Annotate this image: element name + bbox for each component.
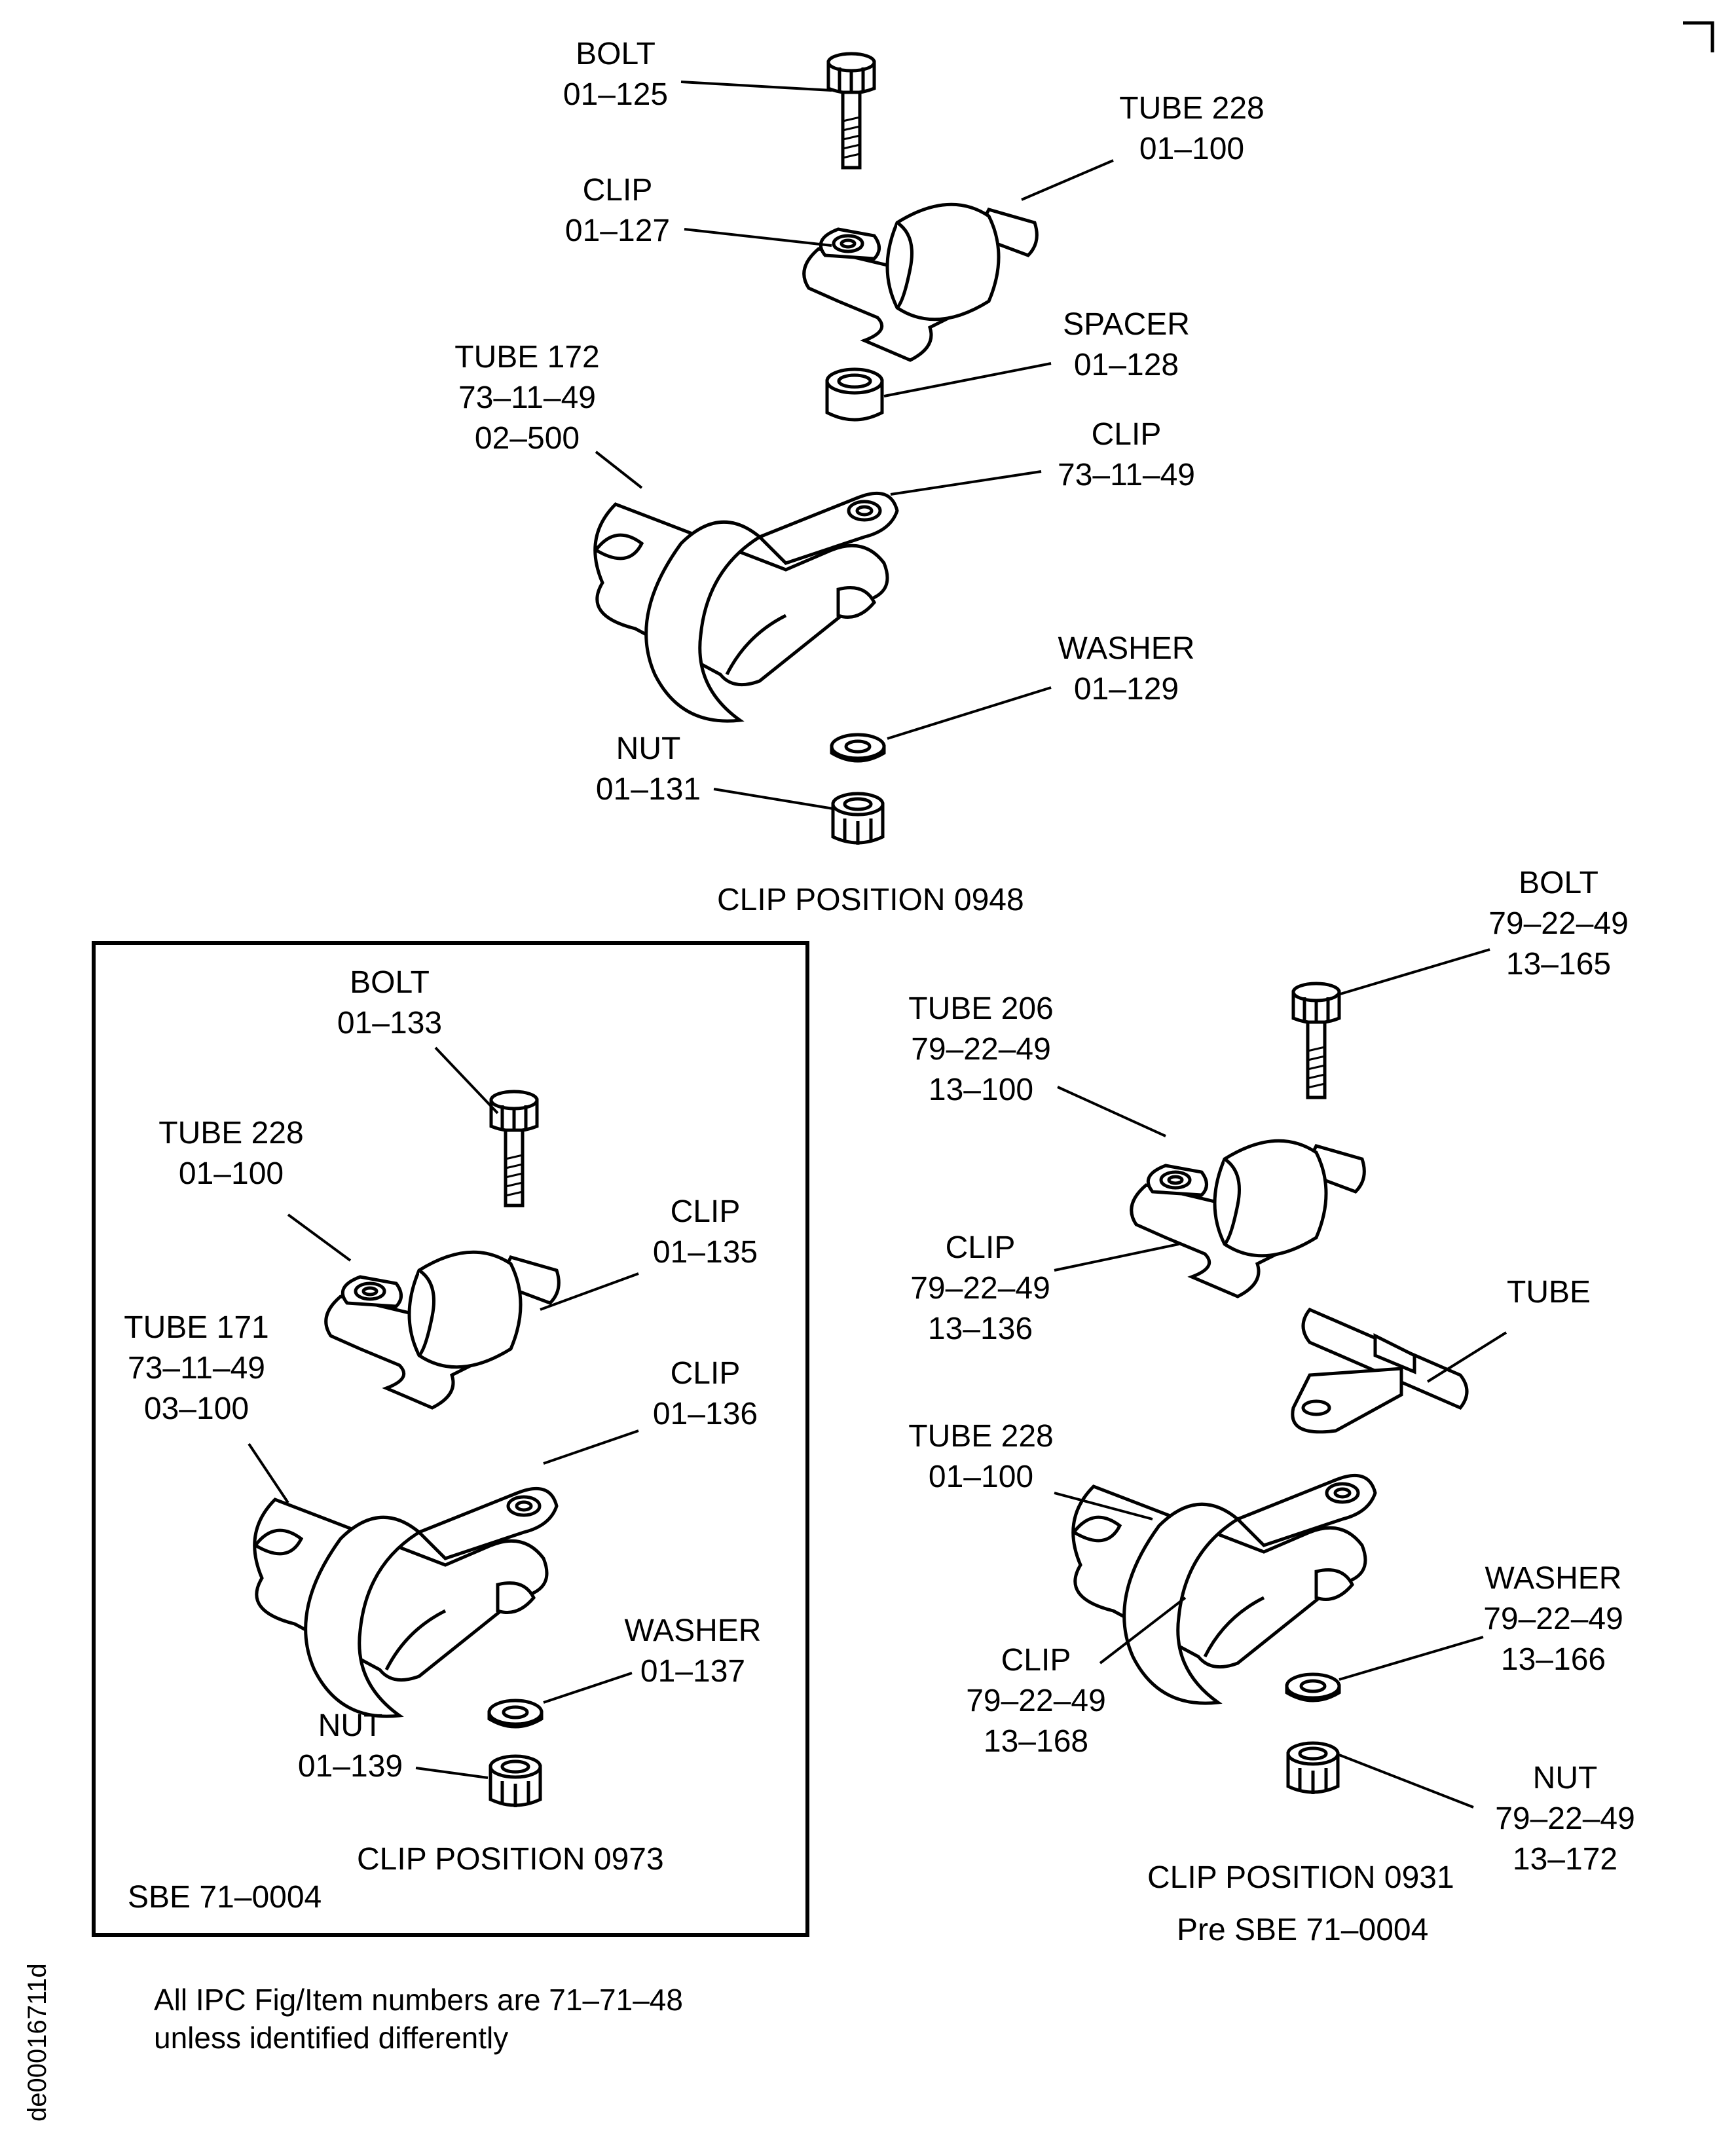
caption-0973: CLIP POSITION 0973 — [357, 1842, 664, 1877]
sbe-frame — [92, 941, 809, 1937]
leader-lines-0973 — [248, 1046, 639, 1779]
sbe-label-0973: SBE 71–0004 — [128, 1880, 322, 1915]
label-tube-0931: TUBE — [1506, 1275, 1591, 1310]
subcaption-0931: Pre SBE 71–0004 — [1177, 1913, 1429, 1947]
drawing-id: de00016711d — [23, 1963, 52, 2122]
corner-mark — [1683, 21, 1714, 52]
leader-lines-0948 — [595, 81, 1114, 810]
leader-lines-0931 — [1054, 948, 1507, 1809]
tube-bracket — [1291, 1307, 1469, 1434]
caption-0948: CLIP POSITION 0948 — [717, 883, 1024, 917]
caption-0931: CLIP POSITION 0931 — [1147, 1860, 1454, 1895]
